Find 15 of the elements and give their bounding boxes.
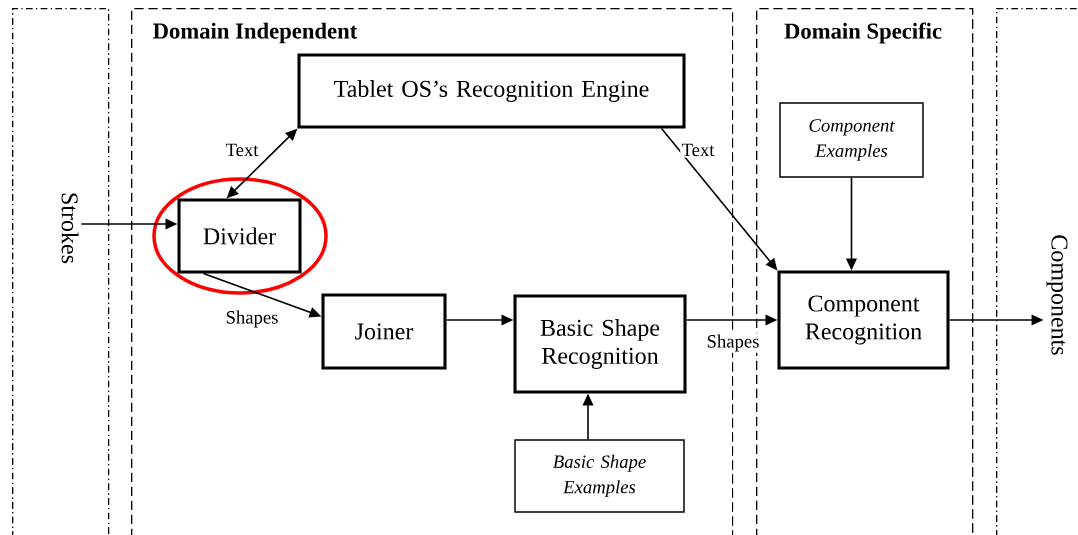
lane-label: Components [1046, 235, 1068, 355]
edge-label: Shapes [224, 309, 280, 329]
process-box: Basic Shape Recognition [513, 294, 687, 394]
edge-label: Text [680, 142, 716, 158]
process-box: Tablet OS’s Recognition Engine [297, 53, 686, 129]
process-box: Component Recognition [777, 270, 950, 370]
process-box: Joiner [321, 293, 447, 370]
lane-band [996, 8, 1078, 535]
edge-label: Text [224, 142, 260, 158]
edge-label: Shapes [705, 333, 761, 353]
lane-label: Strokes [61, 193, 79, 264]
data-box: Basic Shape Examples [514, 439, 685, 513]
data-box: Component Examples [779, 102, 924, 178]
process-box: Divider [177, 198, 302, 274]
lane-band [12, 8, 110, 535]
